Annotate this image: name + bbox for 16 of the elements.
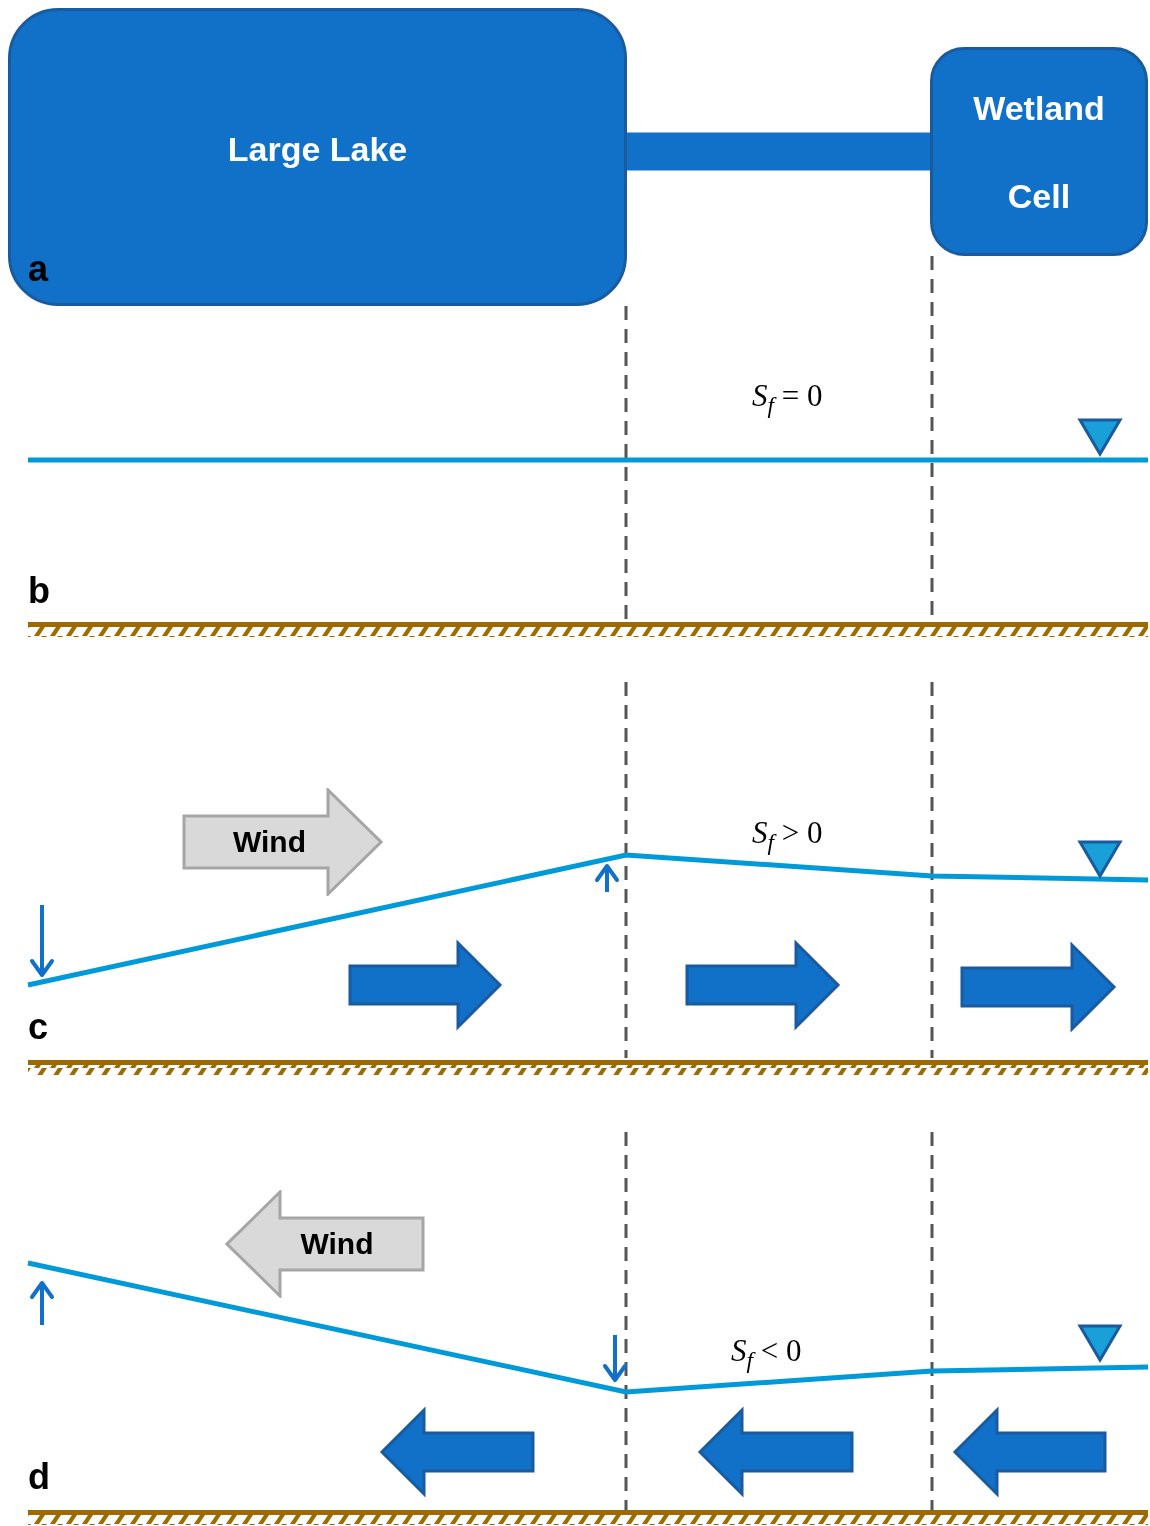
slope-equation: S$_{f}$ > 0	[752, 815, 823, 857]
wind-label: Wind	[232, 825, 306, 859]
panel-letter: b	[28, 570, 50, 612]
wind-label: Wind	[300, 1227, 374, 1261]
panel-letter: a	[28, 248, 49, 290]
panel-letter: d	[28, 1456, 50, 1498]
lake-shape	[8, 8, 627, 306]
wetland-shape	[930, 47, 1148, 256]
panel-letter: c	[28, 1006, 49, 1048]
channel	[627, 132, 930, 171]
wetland-label: Wetland Cell	[972, 87, 1106, 217]
wind-arrow	[182, 788, 383, 896]
slope-equation: S$_{f}$ = 0	[752, 378, 823, 420]
lake-label: Large Lake	[227, 129, 408, 169]
wind-arrow	[225, 1190, 425, 1298]
slope-equation: S$_{f}$ < 0	[731, 1333, 802, 1375]
